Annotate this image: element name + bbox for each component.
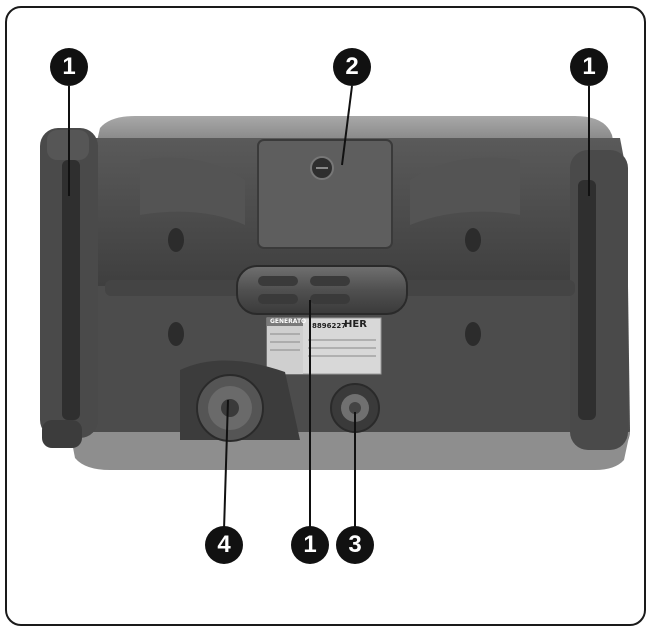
bottom-shell [70,432,630,470]
callout-3-bottom: 3 [336,526,374,564]
center-grip [236,265,408,315]
leader-4 [223,399,229,531]
callout-1-top-left: 1 [50,48,88,86]
leader-2 [341,85,353,166]
left-handle-bar [62,160,80,420]
callout-2-top-center: 2 [333,48,371,86]
right-handle-bar [578,180,596,420]
generator-illustration [40,85,630,531]
rating-plate-model: 8896227 [312,322,347,330]
top-cover [257,139,393,249]
callout-1-bottom: 1 [291,526,329,564]
callout-1-top-right: 1 [570,48,608,86]
rating-plate [266,317,382,375]
callout-4-bottom: 4 [205,526,243,564]
rating-plate-header: GENERATO [270,318,307,325]
rating-plate-brand: HER [344,319,367,330]
